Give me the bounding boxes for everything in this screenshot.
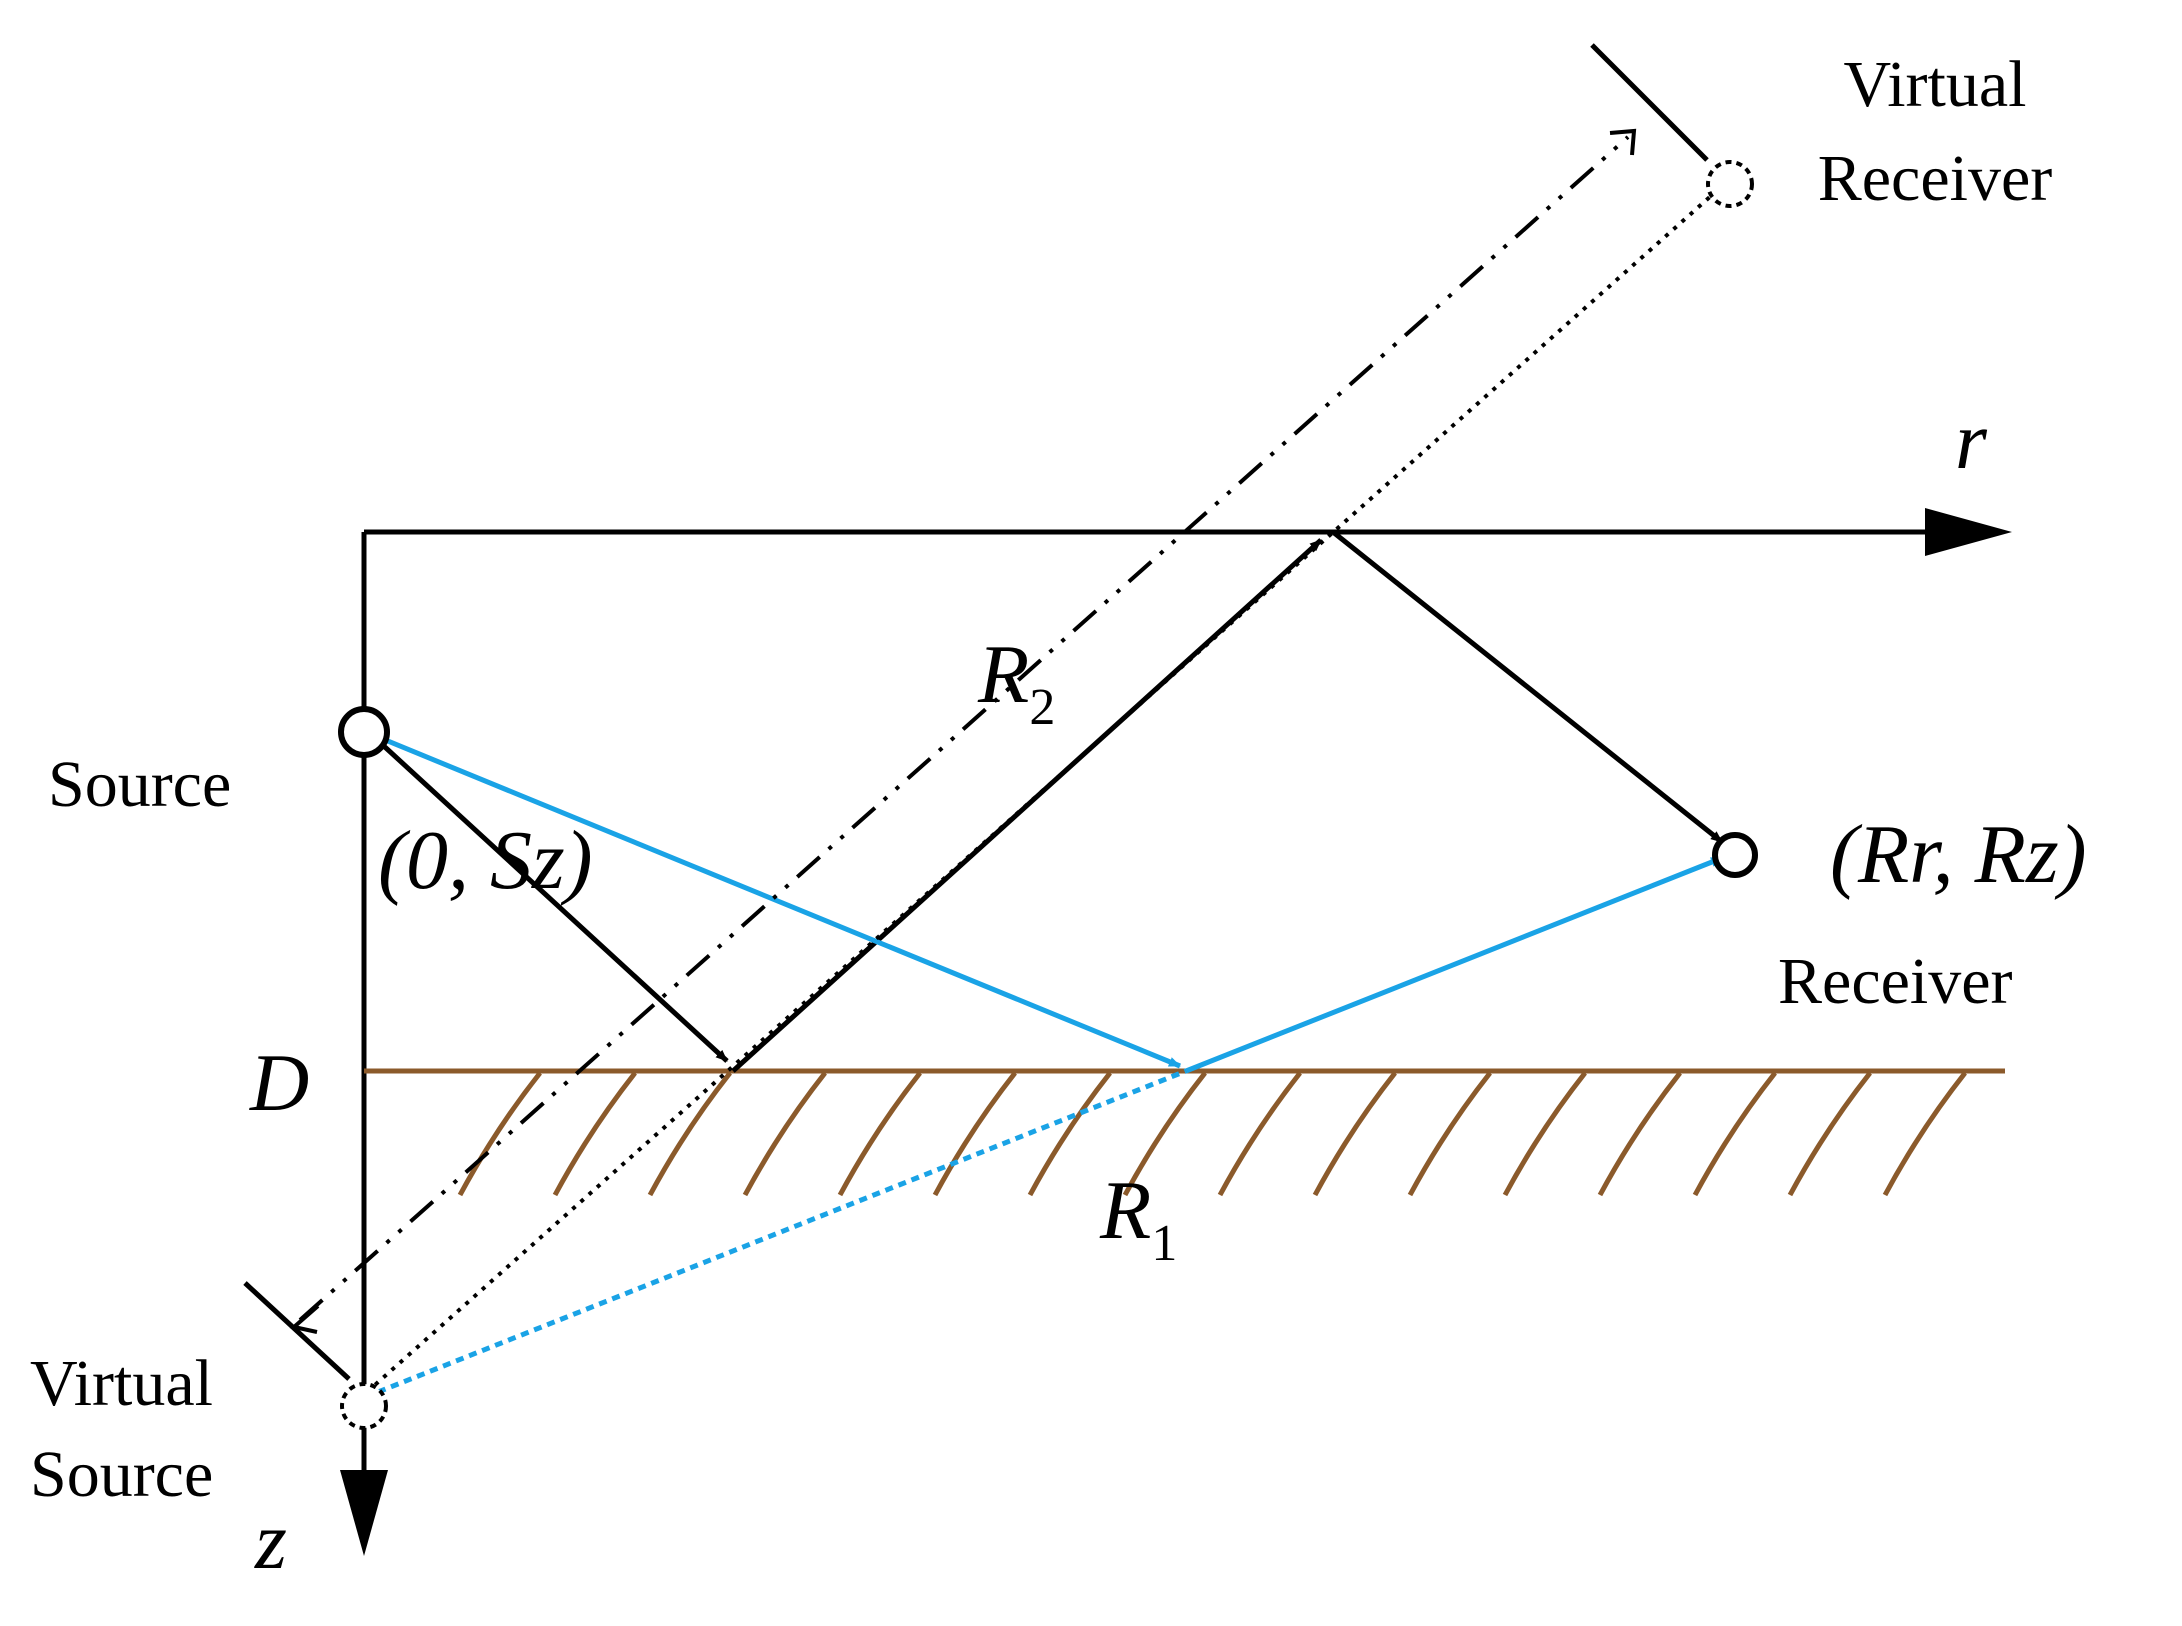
source-label: Source	[48, 748, 231, 821]
path-r1-letter: R	[1099, 1164, 1151, 1257]
virtual-receiver-label-line2: Receiver	[1818, 142, 2053, 215]
virtual-source-label-line1: Virtual	[30, 1347, 213, 1420]
axis-r-label: r	[1955, 395, 1988, 486]
virtual-receiver-label-line1: Virtual	[1844, 48, 2027, 121]
r1-segment-bottom-to-receiver	[1185, 855, 1723, 1074]
virtual-construction	[243, 43, 1714, 1395]
virtual-receiver-arrowhead	[1609, 128, 1637, 156]
labels: Virtual Receiver r z D Source (0, Sz) (R…	[30, 48, 2087, 1586]
axes	[340, 508, 2012, 1556]
virtual-source-tick	[243, 1281, 351, 1381]
virtual-receiver-tick	[1590, 43, 1709, 162]
points	[338, 160, 1758, 1430]
seabed	[364, 1068, 2005, 1197]
receiver-coord-label: (Rr, Rz)	[1830, 808, 2087, 901]
z-axis-arrowhead	[340, 1470, 388, 1556]
depth-label: D	[249, 1037, 309, 1128]
virtual-source-point	[340, 1382, 388, 1430]
virtual-source-arrowhead	[289, 1304, 320, 1334]
virtual-source-to-virtual-receiver-dotted	[365, 193, 1714, 1394]
path-r1	[377, 734, 1723, 1074]
r2-segment-source-to-bottom	[372, 735, 729, 1063]
r1-segment-source-to-bottom	[377, 734, 1181, 1069]
source-coord-label: (0, Sz)	[378, 814, 593, 907]
virtual-source-to-r1-bottom-dotted	[377, 1068, 1187, 1395]
virtual-receiver-point	[1706, 160, 1754, 208]
path-r1-subscript: 1	[1151, 1215, 1177, 1272]
axis-z-label: z	[254, 1495, 287, 1586]
path-r2-letter: R	[977, 628, 1029, 721]
seabed-hatching	[457, 1071, 1967, 1197]
path-r2	[372, 530, 1724, 1073]
receiver-point	[1712, 832, 1758, 878]
source-point	[338, 706, 390, 758]
r-axis-arrowhead	[1925, 508, 2012, 556]
path-r2-label: R2	[977, 628, 1055, 736]
virtual-offset-dash-dot-line	[298, 135, 1630, 1322]
path-r1-label: R1	[1099, 1164, 1177, 1272]
path-r2-subscript: 2	[1029, 679, 1055, 736]
r2-segment-surface-to-receiver	[1331, 530, 1724, 844]
receiver-label: Receiver	[1778, 945, 2013, 1018]
virtual-source-label-line2: Source	[30, 1438, 213, 1511]
